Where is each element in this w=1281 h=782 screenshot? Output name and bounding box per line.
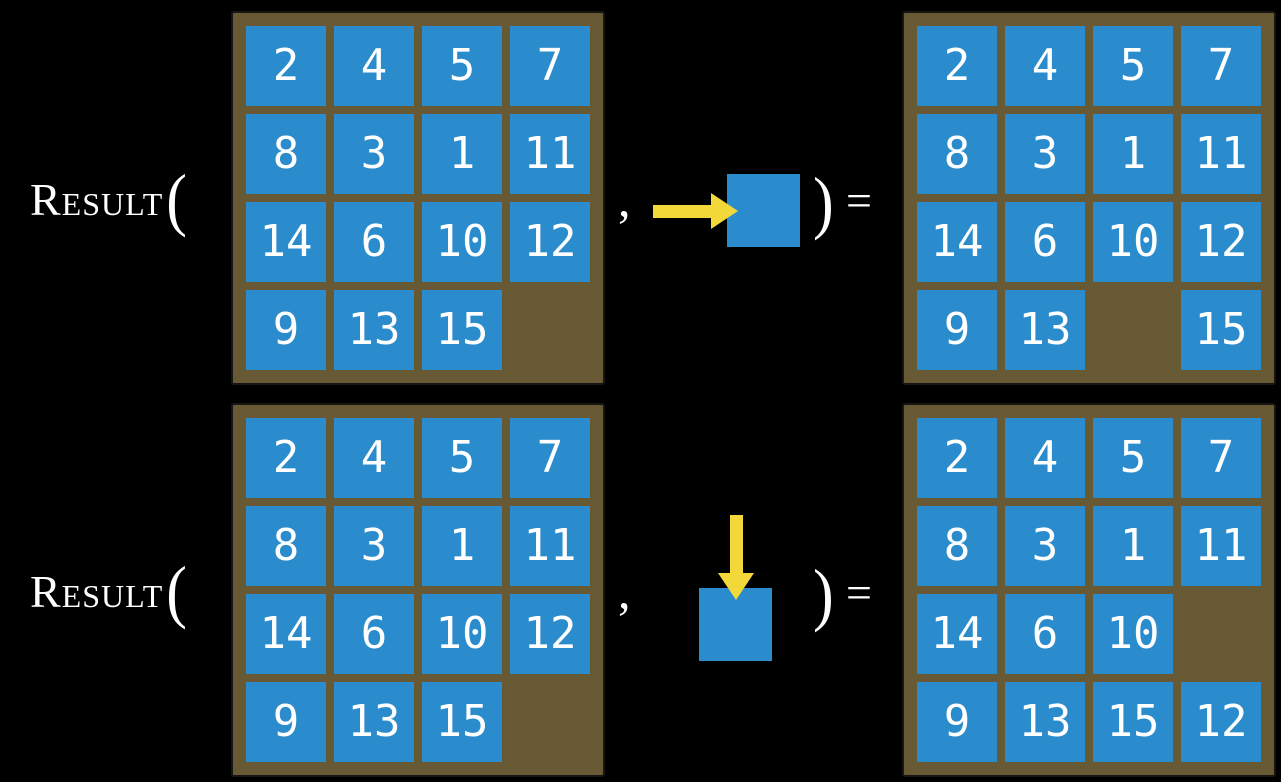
open-paren: ( [166, 553, 187, 631]
puzzle-tile-4: 4 [1005, 26, 1085, 106]
puzzle-tile-3: 3 [1005, 506, 1085, 586]
puzzle-tile-9: 9 [917, 682, 997, 762]
function-name: Result [30, 566, 164, 617]
puzzle-tile-8: 8 [917, 506, 997, 586]
puzzle-tile-4: 4 [334, 418, 414, 498]
puzzle-tile-5: 5 [422, 418, 502, 498]
puzzle-tile-4: 4 [334, 26, 414, 106]
puzzle-tile-4: 4 [1005, 418, 1085, 498]
puzzle-tile-7: 7 [1181, 418, 1261, 498]
close-paren: ) [813, 164, 834, 242]
puzzle-tile-2: 2 [246, 418, 326, 498]
puzzle-tile-6: 6 [334, 594, 414, 674]
puzzle-tile-6: 6 [1005, 594, 1085, 674]
puzzle-tile-1: 1 [1093, 114, 1173, 194]
puzzle-tile-6: 6 [334, 202, 414, 282]
puzzle-tile-8: 8 [917, 114, 997, 194]
comma-separator: , [618, 171, 631, 227]
open-paren: ( [166, 161, 187, 239]
equals-sign: = [846, 566, 872, 618]
puzzle-tile-5: 5 [1093, 26, 1173, 106]
blank-space [510, 290, 590, 370]
puzzle-tile-15: 15 [422, 682, 502, 762]
puzzle-tile-14: 14 [246, 202, 326, 282]
puzzle-tile-15: 15 [1181, 290, 1261, 370]
puzzle-tile-7: 7 [510, 418, 590, 498]
puzzle-tile-10: 10 [422, 202, 502, 282]
puzzle-tile-3: 3 [1005, 114, 1085, 194]
puzzle-tile-7: 7 [1181, 26, 1261, 106]
function-name: Result [30, 174, 164, 225]
puzzle-tile-8: 8 [246, 506, 326, 586]
puzzle-tile-12: 12 [1181, 202, 1261, 282]
puzzle-tile-8: 8 [246, 114, 326, 194]
puzzle-tile-1: 1 [422, 114, 502, 194]
action-slide-down [699, 515, 773, 661]
puzzle-tile-15: 15 [422, 290, 502, 370]
puzzle-tile-15: 15 [1093, 682, 1173, 762]
comma-separator: , [618, 563, 631, 619]
puzzle-tile-5: 5 [422, 26, 502, 106]
puzzle-tile-9: 9 [246, 290, 326, 370]
puzzle-tile-3: 3 [334, 506, 414, 586]
puzzle-tile-12: 12 [1181, 682, 1261, 762]
puzzle-tile-12: 12 [510, 594, 590, 674]
blank-space [510, 682, 590, 762]
puzzle-tile-11: 11 [510, 506, 590, 586]
action-tile [699, 588, 772, 661]
puzzle-tile-9: 9 [246, 682, 326, 762]
result-function-label: Result( [30, 165, 187, 234]
puzzle-tile-14: 14 [917, 202, 997, 282]
puzzle-tile-13: 13 [334, 682, 414, 762]
puzzle-tile-11: 11 [510, 114, 590, 194]
puzzle-tile-10: 10 [422, 594, 502, 674]
puzzle-tile-6: 6 [1005, 202, 1085, 282]
equals-sign: = [846, 174, 872, 226]
puzzle-tile-13: 13 [1005, 682, 1085, 762]
puzzle-tile-13: 13 [334, 290, 414, 370]
puzzle-tile-3: 3 [334, 114, 414, 194]
puzzle-tile-10: 10 [1093, 202, 1173, 282]
puzzle-tile-9: 9 [917, 290, 997, 370]
puzzle-tile-11: 11 [1181, 506, 1261, 586]
puzzle-tile-1: 1 [1093, 506, 1173, 586]
puzzle-tile-10: 10 [1093, 594, 1173, 674]
puzzle-tile-14: 14 [917, 594, 997, 674]
puzzle-tile-7: 7 [510, 26, 590, 106]
action-tile [727, 174, 800, 247]
puzzle-tile-11: 11 [1181, 114, 1261, 194]
puzzle-tile-2: 2 [246, 26, 326, 106]
arrow-down-icon [718, 515, 754, 600]
blank-space [1181, 594, 1261, 674]
action-slide-right [653, 174, 800, 248]
blank-space [1093, 290, 1173, 370]
puzzle-tile-1: 1 [422, 506, 502, 586]
puzzle-tile-5: 5 [1093, 418, 1173, 498]
puzzle-tile-12: 12 [510, 202, 590, 282]
close-paren: ) [813, 556, 834, 634]
puzzle-tile-2: 2 [917, 418, 997, 498]
puzzle-tile-13: 13 [1005, 290, 1085, 370]
arrow-right-icon [653, 193, 738, 229]
result-function-label: Result( [30, 557, 187, 626]
puzzle-tile-14: 14 [246, 594, 326, 674]
puzzle-tile-2: 2 [917, 26, 997, 106]
